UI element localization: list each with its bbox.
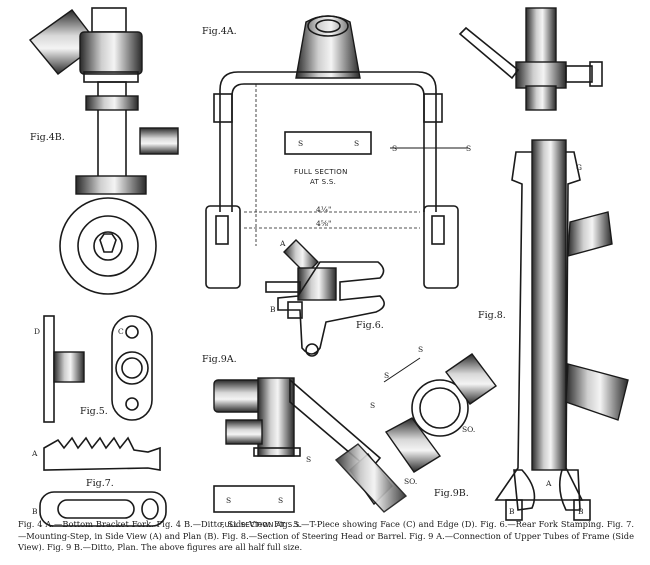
fig-8-label: Fig.8. <box>478 310 506 321</box>
fig-6-label: Fig.6. <box>356 320 384 331</box>
callout-b-right-fig8: B <box>578 507 584 516</box>
callout-b-left-fig8: B <box>509 507 515 516</box>
callout-so-lower: SO. <box>404 477 417 486</box>
fig-6-drawing <box>265 239 385 357</box>
section-s-left: S <box>298 139 303 148</box>
callout-s-fig9b-2: S <box>418 345 423 354</box>
callout-a-fig8: A <box>545 479 552 488</box>
fig-8-drawing <box>458 7 629 521</box>
plate-caption: Fig. 4 A.—Bottom Bracket Fork. Fig. 4 B.… <box>18 519 634 552</box>
callout-b-fig7: B <box>32 507 38 516</box>
section-s-right: S <box>354 139 359 148</box>
full-section-label-bottom: FULL SECTION AT S.S. <box>220 521 302 529</box>
fig-5-drawing <box>43 315 153 423</box>
fig-9a-label: Fig.9A. <box>202 354 237 365</box>
fig-4a-label: Fig.4A. <box>202 26 237 37</box>
fig-7-label: Fig.7. <box>86 478 114 489</box>
fig-4b-drawing <box>28 7 179 295</box>
callout-g-fig8: G <box>576 163 582 172</box>
callout-d: D <box>34 327 40 336</box>
fig-9b-drawing <box>383 353 497 473</box>
callout-a-fig6: A <box>279 239 286 248</box>
dimension-top: 4¼" <box>316 205 332 214</box>
fig-4b-label: Fig.4B. <box>30 132 65 143</box>
full-section-label-top-line1: FULL SECTION <box>294 168 348 176</box>
callout-a-fig7: A <box>31 449 38 458</box>
fig-4a-drawing <box>205 15 468 289</box>
fig-7-drawing <box>39 436 167 527</box>
fig-5-label: Fig.5. <box>80 406 108 417</box>
section-s-bottom-right: S <box>278 496 283 505</box>
fig-9a-drawing <box>213 377 408 513</box>
dimension-bottom: 4⅝" <box>316 219 332 228</box>
callout-s-right-4a: S <box>466 144 471 153</box>
callout-s-left-4a: S <box>392 144 397 153</box>
full-section-label-top-line2: AT S.S. <box>310 178 336 186</box>
callout-s-fig9b-1: S <box>384 371 389 380</box>
callout-s-fig9a: S <box>306 455 311 464</box>
callout-so-right: SO. <box>462 425 475 434</box>
callout-s-fig9a-upper: S <box>370 401 375 410</box>
callout-b-fig6: B <box>270 305 276 314</box>
fig-9b-label: Fig.9B. <box>434 488 469 499</box>
callout-c: C <box>118 327 124 336</box>
section-s-bottom-left: S <box>226 496 231 505</box>
